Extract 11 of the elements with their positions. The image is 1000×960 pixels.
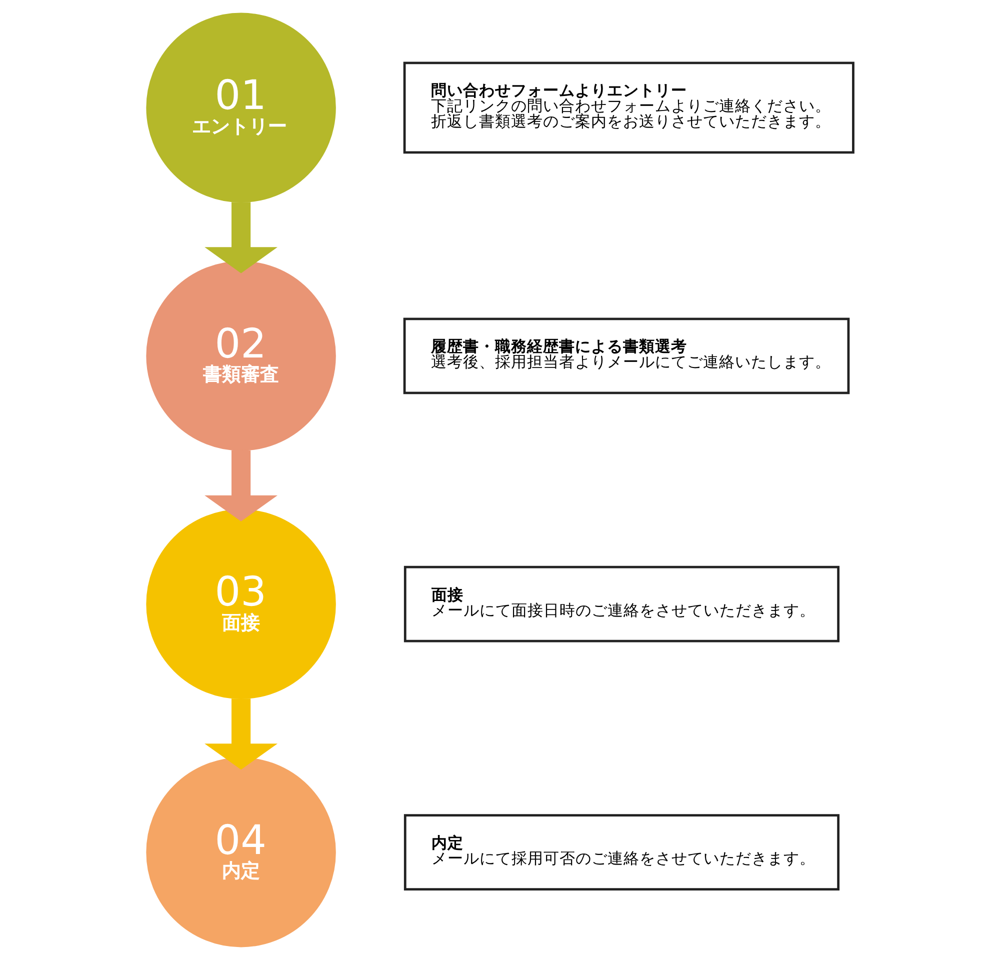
node-box: 履歴書・職務経歴書による書類選考 選考後、採用担当者よりメールにてご連絡いたします。 bbox=[403, 318, 850, 394]
node-box: 内定 メールにて採用可否のご連絡をさせていただきます。 bbox=[404, 814, 840, 890]
node-box: 問い合わせフォームよりエントリー 下記リンクの問い合わせフォームよりご連絡ください。折返し書類選考のご案内をお送りさせていただきます。 bbox=[403, 62, 854, 154]
arrow bbox=[204, 450, 278, 522]
arrow bbox=[204, 202, 278, 274]
node-box: 面接 メールにて面接日時のご連絡をさせていただきます。 bbox=[404, 566, 840, 642]
node-circle: 03 面接 bbox=[146, 509, 336, 699]
node-circle: 04 内定 bbox=[146, 757, 336, 948]
node-circle: 01 エントリー bbox=[146, 12, 336, 203]
node-circle: 02 書類審査 bbox=[146, 261, 336, 451]
arrow bbox=[204, 698, 278, 770]
